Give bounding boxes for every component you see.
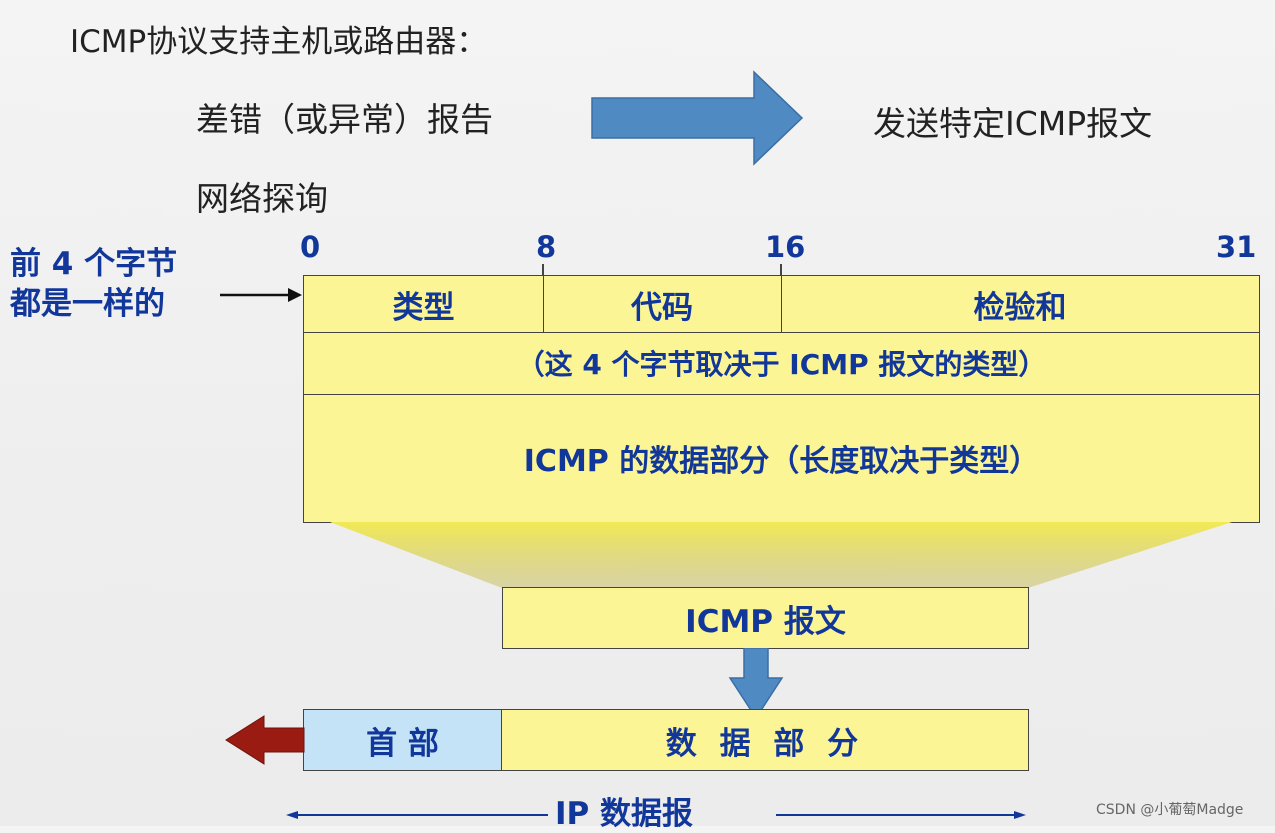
bit-tick-8 [542, 264, 544, 276]
field-data: ICMP 的数据部分（长度取决于类型） [523, 444, 1040, 479]
right-arrow-icon [591, 70, 804, 166]
field-checksum: 检验和 [781, 276, 1259, 333]
bit-label-0: 0 [300, 230, 321, 264]
intro-item-network-probe: 网络探询 [196, 179, 328, 218]
left-arrow-icon [225, 715, 305, 765]
intro-item-error-report: 差错（或异常）报告 [196, 100, 493, 139]
bit-label-31: 31 [1216, 230, 1257, 264]
icmp-message-box: ICMP 报文 [502, 587, 1029, 649]
ip-data-box: 数 据 部 分 [501, 709, 1029, 771]
side-note: 前 4 个字节 都是一样的 [10, 244, 177, 324]
ip-header-box: 首 部 [303, 709, 502, 771]
intro-heading: ICMP协议支持主机或路由器： [70, 24, 488, 60]
field-type: 类型 [304, 276, 544, 333]
funnel-connector [330, 522, 1232, 588]
bit-label-8: 8 [536, 230, 557, 264]
ip-span-line [286, 811, 1026, 819]
side-note-line2: 都是一样的 [10, 286, 165, 322]
watermark: CSDN @小葡萄Madge [1096, 802, 1244, 818]
field-type-dependent: （这 4 个字节取决于 ICMP 报文的类型） [304, 332, 1259, 395]
bit-tick-16 [780, 264, 782, 276]
side-note-line1: 前 4 个字节 [10, 246, 178, 282]
down-arrow-icon [728, 648, 784, 720]
icmp-format-table: 类型 代码 检验和 （这 4 个字节取决于 ICMP 报文的类型） ICMP 的… [303, 275, 1260, 523]
intro-result: 发送特定ICMP报文 [873, 104, 1153, 143]
bit-label-16: 16 [765, 230, 806, 264]
ip-datagram-label: IP 数据报 [555, 796, 694, 832]
side-note-arrow-icon [220, 288, 302, 302]
field-code: 代码 [543, 276, 782, 333]
